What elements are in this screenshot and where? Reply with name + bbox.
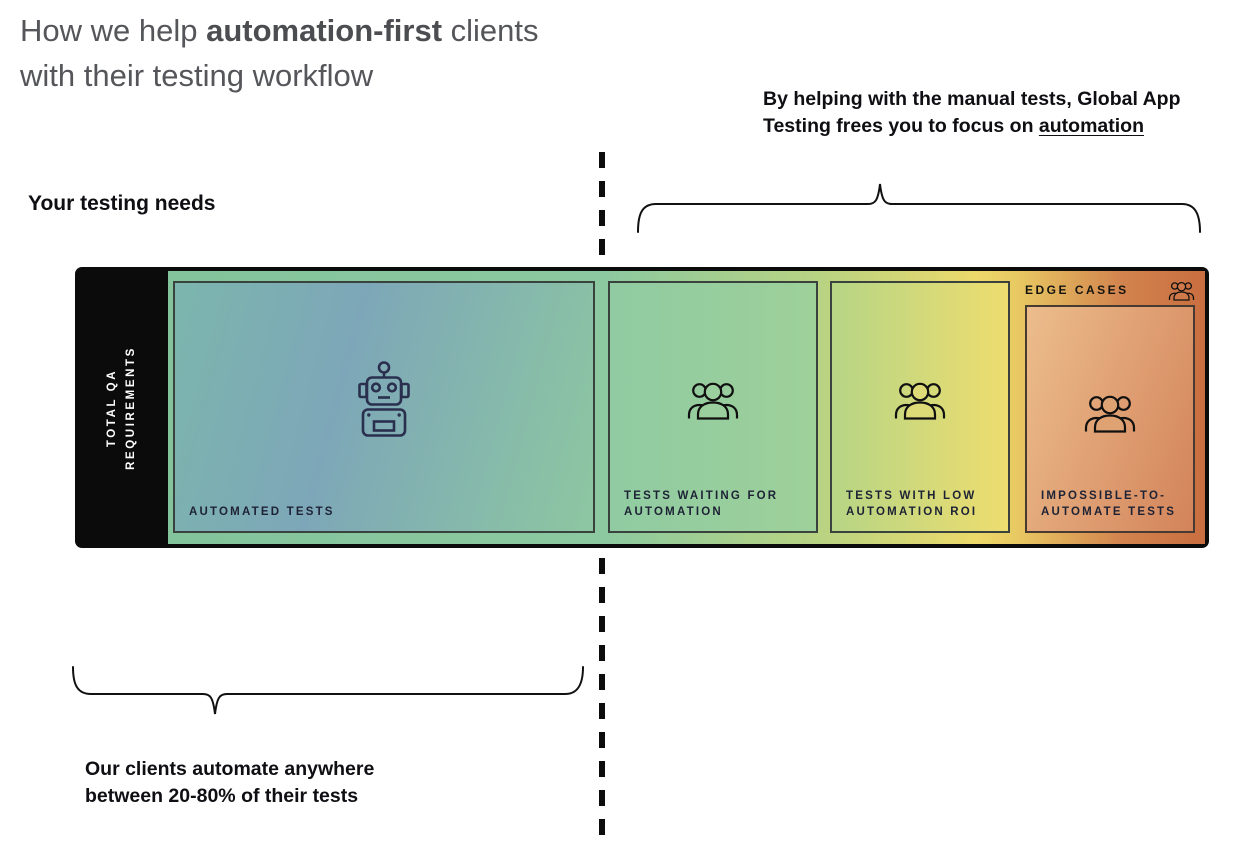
section-tests-low-automation-roi: TESTS WITH LOW AUTOMATION ROI [830,281,1010,533]
total-qa-rail: TOTAL QA REQUIREMENTS [75,267,168,548]
manual-tests-annotation-text: By helping with the manual tests, Global… [763,88,1181,137]
title-line1-prefix: How we help [20,13,207,48]
title-line2: with their testing workflow [20,58,374,93]
clients-automate-annotation: Our clients automate anywhere between 20… [85,758,375,807]
people-group-icon [1084,391,1136,438]
title-line1-highlight: automation-first [206,13,443,48]
title-line1-suffix: clients [442,13,539,48]
section-automated-tests: AUTOMATED TESTS [173,281,595,533]
total-qa-requirements-bar: TOTAL QA REQUIREMENTS EDGE CASES [75,267,1209,548]
page-title: How we help automation-first clients wit… [20,8,720,98]
manual-sections-brace [637,183,1201,233]
automated-section-brace [72,666,584,715]
section-label-tests-waiting: TESTS WAITING FOR AUTOMATION [624,490,779,518]
people-group-icon [894,379,946,426]
rail-line2: REQUIREMENTS [124,345,137,470]
section-label-impossible: IMPOSSIBLE-TO-AUTOMATE TESTS [1041,490,1177,518]
section-impossible-to-automate: IMPOSSIBLE-TO-AUTOMATE TESTS [1025,305,1195,533]
people-group-icon [687,379,739,426]
your-testing-needs-heading: Your testing needs [28,192,216,215]
total-qa-rail-label: TOTAL QA REQUIREMENTS [103,346,141,470]
edge-cases-label: EDGE CASES [1025,283,1129,297]
section-label-low-roi: TESTS WITH LOW AUTOMATION ROI [846,490,978,518]
edge-cases-header: EDGE CASES [1025,278,1195,302]
manual-tests-annotation: By helping with the manual tests, Global… [763,86,1243,140]
automation-underlined-word: automation [1038,115,1145,137]
section-label-automated-tests: AUTOMATED TESTS [189,506,335,518]
robot-icon [354,361,414,444]
qa-gradient-area: EDGE CASES [168,271,1205,544]
rail-line1: TOTAL QA [105,368,118,447]
people-group-icon [1168,281,1195,301]
section-tests-waiting-for-automation: TESTS WAITING FOR AUTOMATION [608,281,818,533]
